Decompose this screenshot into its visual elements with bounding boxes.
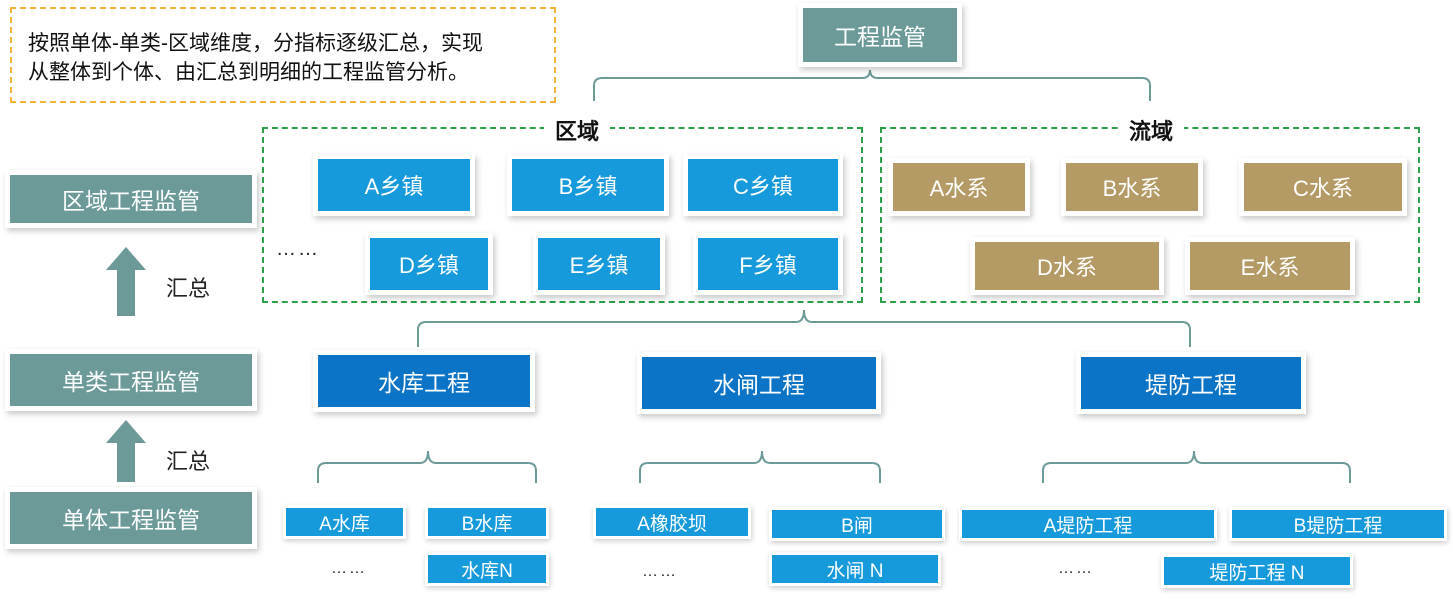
town-node: A乡镇 <box>318 159 470 211</box>
sluice-category-node: 水闸工程 <box>642 357 876 409</box>
unit-ellipsis: …… <box>1058 560 1094 577</box>
water-system-node: D水系 <box>975 242 1159 290</box>
region-group-title: 区域 <box>544 114 610 146</box>
town-node: D乡镇 <box>370 238 488 290</box>
up-arrow-icon <box>106 420 146 482</box>
description-note: 按照单体-单类-区域维度，分指标逐级汇总，实现 从整体到个体、由汇总到明细的工程… <box>10 7 556 103</box>
unit-node: B堤防工程 <box>1232 510 1444 538</box>
town-node: C乡镇 <box>688 159 838 211</box>
basin-group-title: 流域 <box>1118 114 1184 146</box>
unit-node: A橡胶坝 <box>596 508 748 536</box>
unit-ellipsis: …… <box>642 563 678 580</box>
reservoir-brace <box>317 450 537 483</box>
unit-node: A水库 <box>286 508 403 536</box>
engineering-supervision-node: 工程监管 <box>803 8 957 62</box>
category-brace <box>417 309 1191 347</box>
unit-ellipsis: …… <box>331 560 367 577</box>
town-node: F乡镇 <box>698 238 838 290</box>
unit-supervision-node: 单体工程监管 <box>10 492 252 544</box>
unit-node: B水库 <box>428 508 546 536</box>
class-supervision-node: 单类工程监管 <box>10 354 252 406</box>
water-system-node: B水系 <box>1066 163 1198 211</box>
unit-node: 水闸 N <box>772 555 938 583</box>
unit-node: A堤防工程 <box>962 510 1214 538</box>
note-line-2: 从整体到个体、由汇总到明细的工程监管分析。 <box>28 61 469 84</box>
reservoir-category-node: 水库工程 <box>318 355 530 407</box>
water-system-node: E水系 <box>1190 242 1350 290</box>
summary-label: 汇总 <box>166 276 211 301</box>
region-supervision-node: 区域工程监管 <box>10 175 252 223</box>
note-line-1: 按照单体-单类-区域维度，分指标逐级汇总，实现 <box>28 32 483 55</box>
town-node: E乡镇 <box>538 238 660 290</box>
sluice-brace <box>639 450 881 483</box>
unit-node: B闸 <box>772 510 942 538</box>
embankment-brace <box>1042 450 1351 483</box>
embankment-category-node: 堤防工程 <box>1081 357 1301 409</box>
summary-label: 汇总 <box>166 449 211 474</box>
unit-node: 堤防工程 N <box>1164 557 1350 585</box>
up-arrow-icon <box>106 247 146 316</box>
town-node: B乡镇 <box>512 159 664 211</box>
top-brace <box>593 69 1151 101</box>
water-system-node: C水系 <box>1244 163 1402 211</box>
town-ellipsis: …… <box>276 238 320 260</box>
unit-node: 水库N <box>428 555 546 583</box>
water-system-node: A水系 <box>893 163 1025 211</box>
